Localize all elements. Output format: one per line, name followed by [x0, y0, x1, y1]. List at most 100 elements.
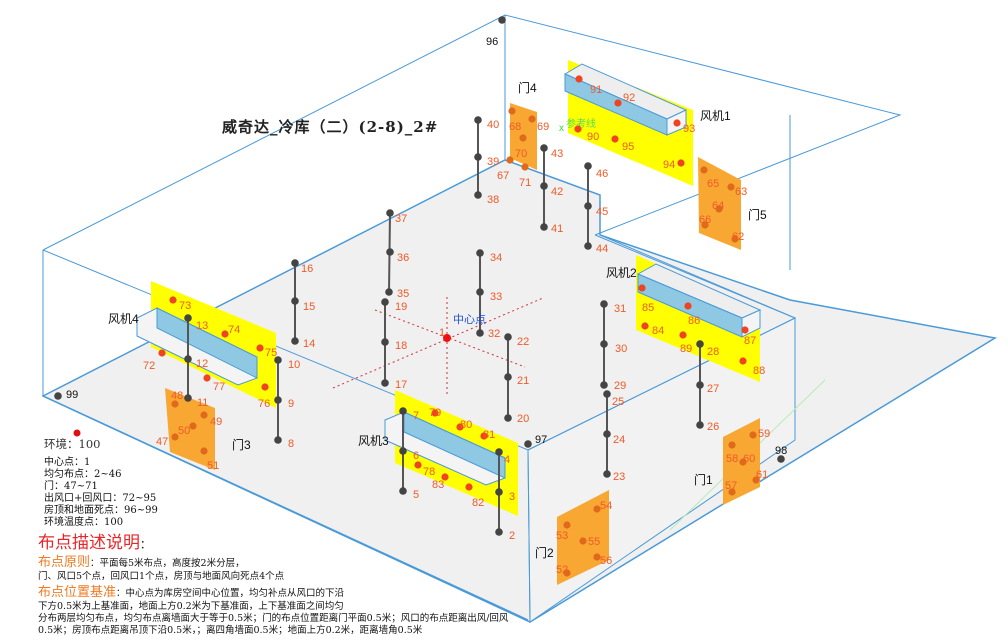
point-42-label: 42 — [551, 186, 563, 198]
door-1-label: 门1 — [694, 472, 713, 487]
point-27-dot — [696, 381, 704, 389]
basis-line: 布点位置基准：中心点为库房空间中心位置，均匀补点从风口的下沿 — [38, 585, 344, 601]
point-12-label: 12 — [196, 358, 208, 370]
point-19-label: 19 — [395, 301, 407, 313]
point-48-label: 48 — [171, 390, 183, 402]
point-65-dot — [700, 166, 708, 174]
top-edge — [42, 14, 902, 251]
point-56-label: 56 — [600, 555, 612, 567]
legend-item: 环境温度点：100 — [44, 517, 124, 528]
doors — [165, 103, 760, 585]
principle-line: 门、风口5个点，回风口1个点，房顶与地面风向死点4个点 — [38, 571, 285, 582]
fan-1-label: 风机1 — [700, 109, 731, 123]
point-52-dot — [563, 569, 571, 577]
point-37-label: 37 — [395, 213, 407, 225]
legend-item: 均匀布点：2~46 — [44, 469, 122, 480]
point-82-dot — [465, 483, 473, 491]
point-34-label: 34 — [490, 252, 502, 264]
point-35-label: 35 — [397, 288, 409, 300]
point-57-dot — [728, 488, 736, 496]
point-4-label: 4 — [504, 454, 510, 466]
principle-text: ：平面每5米布点，高度按2米分层， — [90, 558, 245, 569]
point-67-label: 67 — [497, 170, 509, 182]
point-88-label: 88 — [753, 365, 765, 377]
edge — [42, 395, 529, 621]
point-62-dot — [731, 235, 739, 243]
point-9-label: 9 — [288, 398, 294, 410]
point-66-label: 66 — [699, 214, 711, 226]
top-edge-front — [42, 234, 797, 451]
point-84-dot — [641, 322, 649, 330]
point-89-label: 89 — [680, 343, 692, 355]
point-68-label: 68 — [509, 121, 521, 133]
point-20-dot — [504, 414, 512, 422]
point-39-label: 39 — [487, 156, 499, 168]
point-26-dot — [696, 421, 704, 429]
point-30-label: 30 — [615, 343, 627, 355]
point-91-dot — [575, 75, 583, 83]
reference-line-label: 参考线 — [566, 117, 596, 130]
point-50-label: 50 — [178, 425, 190, 437]
point-59-label: 59 — [758, 428, 770, 440]
point-21-dot — [504, 373, 512, 381]
point-7-dot — [399, 407, 407, 415]
point-20-label: 20 — [517, 413, 529, 425]
point-77-dot — [203, 374, 211, 382]
point-13-dot — [184, 314, 192, 322]
point-47-dot — [171, 433, 179, 441]
point-42-dot — [540, 182, 548, 190]
point-53-label: 53 — [556, 530, 568, 542]
point-34-dot — [476, 249, 484, 257]
point-69-dot — [528, 115, 536, 123]
point-61-dot — [752, 476, 760, 484]
door-4-label: 门4 — [518, 80, 537, 95]
point-68-dot — [508, 107, 516, 115]
point-22-label: 22 — [517, 336, 529, 348]
point-41-dot — [540, 223, 548, 231]
point-99-dot — [54, 392, 62, 400]
floor — [41, 159, 998, 623]
basis-line: 下方0.5米为上基准面，地面上方0.2米为下基准面，上下基准面之间均匀 — [38, 601, 344, 612]
point-5-label: 5 — [413, 489, 419, 501]
point-43-dot — [540, 144, 548, 152]
point-36-label: 36 — [397, 252, 409, 264]
point-96-dot — [498, 16, 506, 24]
point-58-label: 58 — [726, 453, 738, 465]
point-32-dot — [476, 329, 484, 337]
point-55-dot — [579, 537, 587, 545]
point-57-label: 57 — [725, 480, 737, 492]
point-85-dot — [638, 284, 646, 292]
page-title: 威奇达_冷库（二）(2-8)_2# — [222, 118, 439, 136]
point-62-label: 62 — [732, 231, 744, 243]
point-30-dot — [600, 340, 608, 348]
legend-item: 门：47~71 — [44, 481, 98, 492]
fan-3-label: 风机3 — [358, 434, 389, 448]
center-label: 中心点 — [453, 313, 486, 326]
point-14-dot — [291, 337, 299, 345]
point-60-dot — [739, 458, 747, 466]
point-73-dot — [169, 296, 177, 304]
point-10-label: 10 — [288, 359, 300, 371]
point-78-label: 78 — [423, 466, 435, 478]
reference-line-marker: x — [559, 123, 564, 134]
point-40-label: 40 — [487, 119, 499, 131]
point-12-dot — [184, 355, 192, 363]
point-76-label: 76 — [258, 398, 270, 410]
point-76-dot — [261, 383, 269, 391]
point-40-dot — [474, 116, 482, 124]
point-29-label: 29 — [614, 380, 626, 392]
point-97-dot — [524, 440, 532, 448]
point-91-label: 91 — [590, 84, 602, 96]
basis-line: 分布两层均匀布点，均匀布点离墙面大于等于0.5米；门的布点位置距离门平面0.5米… — [38, 613, 509, 624]
point-83-label: 83 — [432, 479, 444, 491]
point-90-label: 90 — [587, 131, 599, 143]
point-37-dot — [386, 209, 394, 217]
point-70-dot — [519, 134, 527, 142]
point-95-dot — [611, 135, 619, 143]
point-87-label: 87 — [744, 335, 756, 347]
principle-line: 布点原则：平面每5米布点，高度按2米分层， — [38, 555, 245, 571]
point-24-dot — [603, 430, 611, 438]
point-11-dot — [184, 394, 192, 402]
point-75-dot — [256, 344, 264, 352]
point-23-label: 23 — [613, 471, 625, 483]
